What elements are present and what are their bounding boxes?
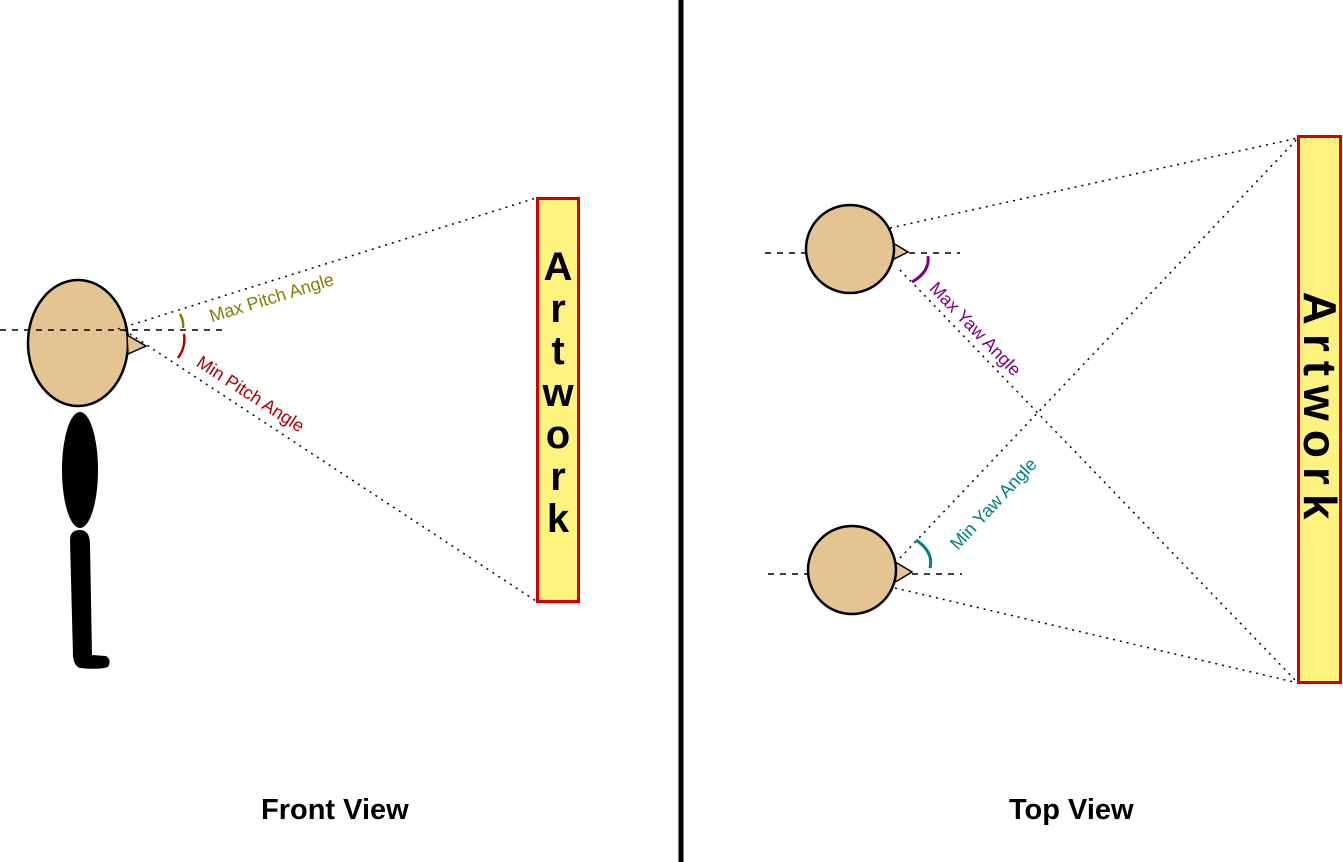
figure-torso [62,412,98,528]
front-view-figure [26,278,148,669]
top-view-caption: Top View [1009,794,1134,826]
artwork-letter: o [545,413,571,457]
top-upper-head [804,203,896,295]
artwork-letter: k [546,497,570,541]
front-artwork-panel: A r t w o r k [536,197,580,603]
artwork-letter: r [550,287,566,331]
min-yaw-arc [915,538,933,569]
front-sight-line-top [117,197,537,330]
artwork-letter: w [542,371,574,415]
artwork-letter: r [550,455,566,499]
max-yaw-arc [911,255,930,284]
top-artwork-panel: Artwork [1294,135,1343,684]
top-upper-to-bottom [899,269,1299,684]
figure-leg [70,530,110,669]
top-upper-to-top [889,137,1299,229]
max-pitch-arc [178,313,185,329]
artwork-letter: A [543,245,573,289]
figure-head [26,278,130,408]
front-view-caption: Front View [261,794,409,826]
top-lower-to-bottom [894,587,1299,684]
front-sight-line-bottom [123,329,537,602]
artwork-letter: t [551,329,565,373]
top-lower-to-top [899,137,1299,559]
min-pitch-arc [176,333,186,359]
figure-nose [126,333,148,356]
top-artwork-label: Artwork [1293,291,1343,528]
top-lower-head [806,524,898,616]
